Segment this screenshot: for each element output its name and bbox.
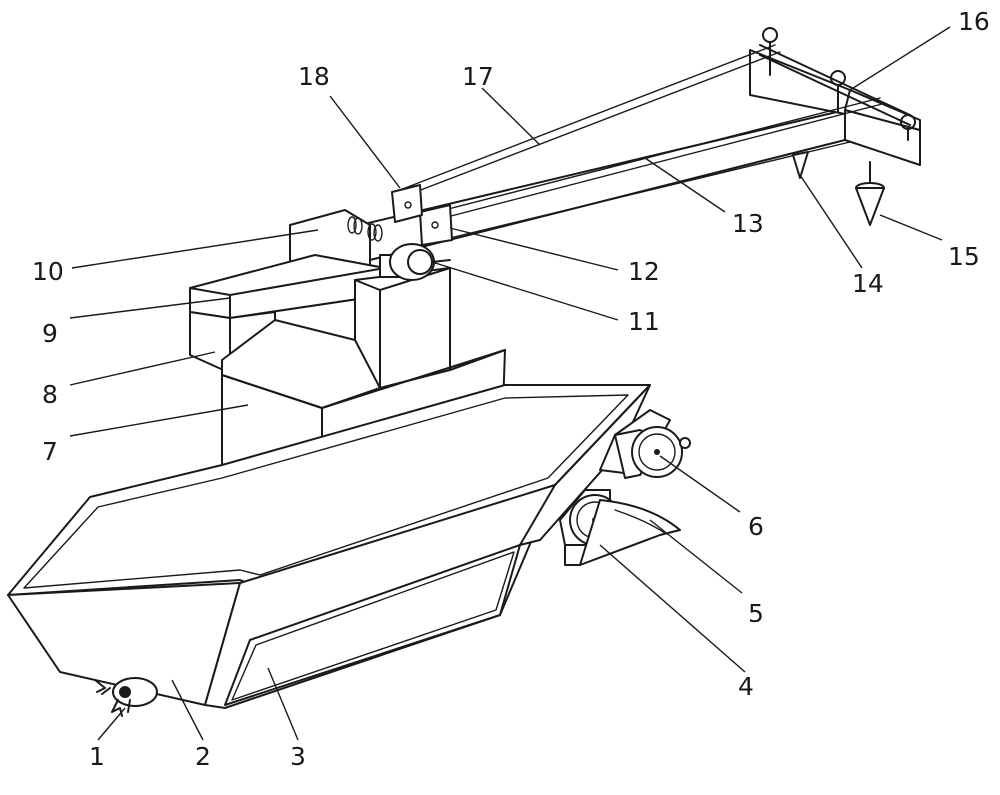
label-4: 4 [738, 672, 754, 701]
label-17: 17 [462, 62, 494, 91]
rope-17 [399, 44, 776, 191]
label-1: 1 [89, 742, 105, 771]
leader-lines [69, 26, 951, 741]
boom-arm [359, 27, 921, 263]
label-6: 6 [748, 512, 764, 541]
gear-assemblies [559, 409, 691, 566]
cone-15 [855, 187, 885, 226]
label-5: 5 [748, 599, 764, 628]
label-12: 12 [628, 257, 660, 286]
spring [347, 216, 383, 242]
propeller-1 [94, 677, 158, 717]
label-11: 11 [628, 307, 660, 336]
label-9: 9 [42, 319, 58, 348]
label-18: 18 [298, 62, 330, 91]
label-15: 15 [948, 242, 980, 271]
label-2: 2 [195, 742, 211, 771]
spike-14 [792, 151, 809, 179]
label-7: 7 [42, 437, 58, 466]
rope-13 [424, 97, 881, 216]
label-14: 14 [852, 269, 884, 298]
label-3: 3 [290, 742, 306, 771]
label-8: 8 [42, 380, 58, 409]
hull [7, 384, 651, 717]
part-labels: 1 2 3 4 5 6 7 8 9 10 11 12 13 14 15 16 1… [32, 7, 990, 771]
label-10: 10 [32, 257, 64, 286]
label-13: 13 [732, 209, 764, 238]
label-16: 16 [958, 7, 990, 36]
